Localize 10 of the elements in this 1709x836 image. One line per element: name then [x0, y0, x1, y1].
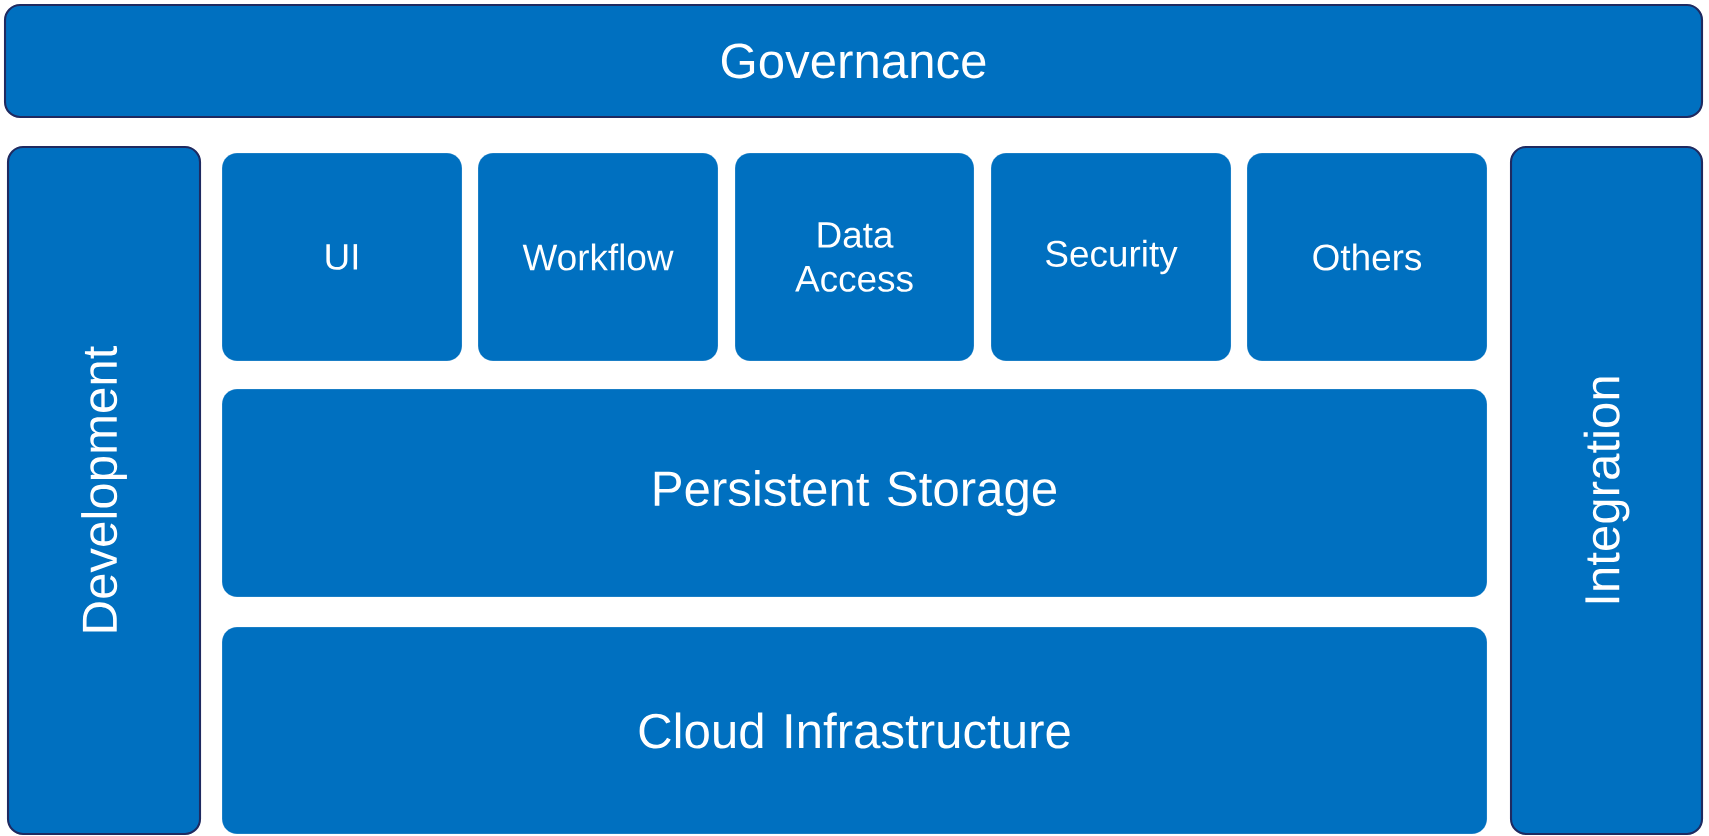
layer-box: Cloud Infrastructure — [221, 626, 1488, 835]
side-panel: Integration — [1509, 145, 1704, 836]
module-box: Workflow — [477, 152, 719, 362]
module-box: Others — [1246, 152, 1488, 362]
module-box: Data Access — [734, 152, 975, 362]
side-panel: Development — [6, 145, 202, 836]
module-box: Security — [990, 152, 1232, 362]
module-box: UI — [221, 152, 463, 362]
layer-box: Persistent Storage — [221, 388, 1488, 598]
band: Governance — [3, 3, 1704, 119]
